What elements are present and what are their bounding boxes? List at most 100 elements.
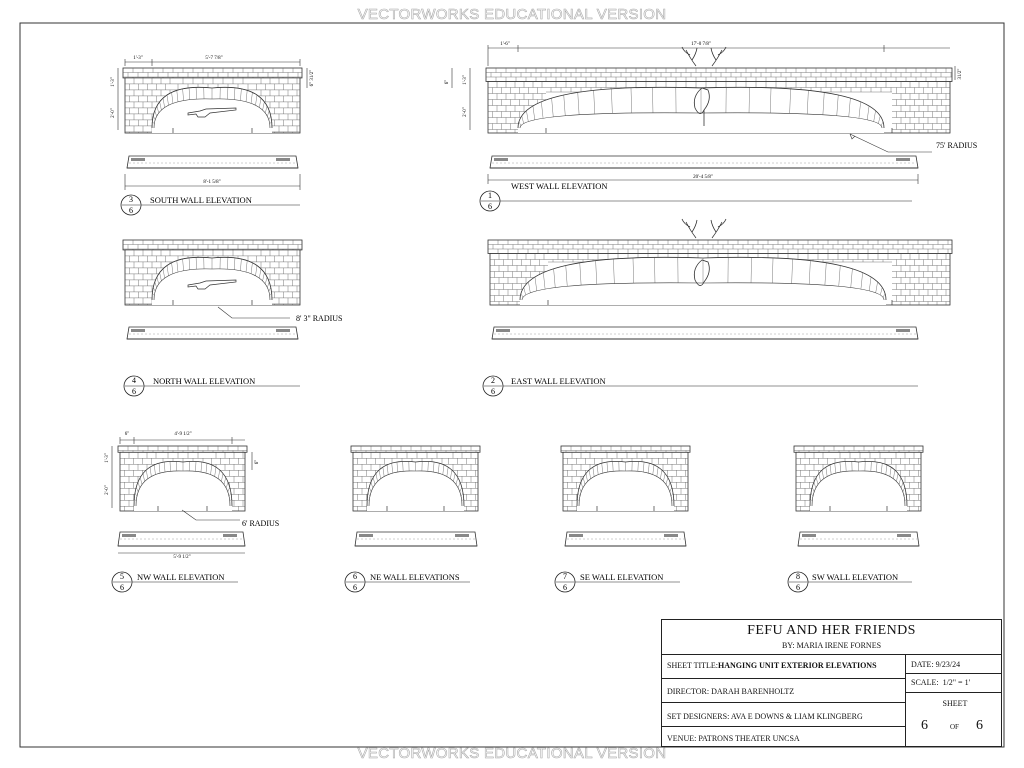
callout-5-number: 5	[120, 572, 124, 581]
callout-7-number: 7	[563, 572, 567, 581]
sheet-title-row: SHEET TITLE:HANGING UNIT EXTERIOR ELEVAT…	[667, 661, 877, 670]
south-pier-dim: 1'-3"	[133, 56, 143, 61]
callout-6-sheet: 6	[353, 583, 357, 592]
sheet-total: 6	[976, 718, 983, 733]
callout-5: 5 6 NW WALL ELEVATION	[111, 571, 238, 593]
callout-7-sheet: 6	[563, 583, 567, 592]
nw-cap-dim: 6"	[255, 460, 260, 465]
west-radius-leader	[849, 133, 932, 153]
platform-base	[489, 155, 919, 169]
callout-2-sheet: 6	[491, 387, 495, 396]
designers-field: SET DESIGNERS: AVA E DOWNS & LIAM KLINGB…	[667, 712, 863, 721]
east-antlers	[681, 218, 727, 286]
callout-2-number: 2	[491, 376, 495, 385]
brick-wall	[350, 445, 481, 512]
ne-elevation	[350, 445, 481, 547]
nw-radius-note: 6' RADIUS	[242, 519, 279, 528]
brick-wall	[485, 67, 953, 134]
south-dimensions: 1'-3" 5'-7 7/8" 1'-3" 2'-0" 6" 31/2" 8'-…	[111, 56, 315, 190]
callout-3: 3 6 SOUTH WALL ELEVATION	[120, 194, 300, 216]
callout-5-sheet: 6	[120, 583, 124, 592]
south-elevation: 1'-3" 5'-7 7/8" 1'-3" 2'-0" 6" 31/2" 8'-…	[111, 56, 315, 190]
sheet-border	[19, 22, 1005, 748]
platform-base	[491, 326, 919, 340]
callout-1: 1 6 WEST WALL ELEVATION	[479, 181, 912, 212]
callout-1-number: 1	[488, 191, 492, 200]
callout-4-number: 4	[132, 376, 136, 385]
brick-wall	[793, 445, 924, 512]
north-radius-note: 8' 3" RADIUS	[296, 314, 343, 323]
callout-8-number: 8	[796, 572, 800, 581]
callout-1-sheet: 6	[488, 202, 492, 211]
nw-dimensions: 6" 4'-9 1/2" 1'-3" 2'-0" 6" 5'-9 1/2"	[105, 432, 260, 560]
south-span-dim: 5'-7 7/8"	[205, 56, 222, 61]
sheet-title: HANGING UNIT EXTERIOR ELEVATIONS	[718, 661, 877, 670]
callout-8-sheet: 6	[796, 583, 800, 592]
brick-wall	[560, 445, 691, 512]
north-elevation: 8' 3" RADIUS	[122, 239, 343, 340]
south-height-dim: 1'-3"	[111, 77, 116, 87]
nw-total-dim: 5'-9 1/2"	[173, 555, 190, 560]
callout-2: 2 6 EAST WALL ELEVATION	[482, 375, 918, 397]
sheet-number: 6	[921, 718, 928, 733]
sheet-of: OF	[950, 723, 959, 731]
callout-5-label: NW WALL ELEVATION	[137, 572, 225, 582]
brick-wall	[122, 67, 303, 134]
west-antlers	[681, 46, 727, 126]
brick-wall	[487, 239, 953, 306]
callout-6-label: NE WALL ELEVATIONS	[370, 572, 460, 582]
north-radius-leader	[217, 306, 290, 319]
playwright-byline: BY: MARIA IRENE FORNES	[781, 641, 882, 650]
production-title: FEFU AND HER FRIENDS	[747, 623, 916, 638]
south-leg-dim: 2'-0"	[111, 108, 116, 118]
north-rifle-prop	[187, 279, 237, 290]
platform-base	[117, 531, 246, 547]
callout-6: 6 6 NE WALL ELEVATIONS	[344, 571, 470, 593]
platform-base	[564, 531, 687, 547]
nw-pier-dim: 6"	[125, 432, 130, 437]
west-radius-note: 75' RADIUS	[936, 141, 977, 150]
platform-base	[354, 531, 478, 547]
platform-base	[126, 326, 299, 340]
venue-field: VENUE: PATRONS THEATER UNCSA	[667, 734, 800, 743]
west-top-dim: 6"	[445, 80, 450, 85]
callout-4-sheet: 6	[132, 387, 136, 396]
callout-6-number: 6	[353, 572, 357, 581]
date-field: DATE: 9/23/24	[911, 660, 961, 669]
sheet-label: SHEET	[942, 699, 968, 708]
nw-elevation: 6" 4'-9 1/2" 1'-3" 2'-0" 6" 5'-9 1/2" 6'…	[105, 432, 279, 560]
brick-wall	[117, 445, 248, 512]
callout-3-label: SOUTH WALL ELEVATION	[150, 195, 252, 205]
callout-7-label: SE WALL ELEVATION	[580, 572, 663, 582]
scale-field: SCALE: 1/2" = 1'	[911, 678, 971, 687]
callout-2-label: EAST WALL ELEVATION	[511, 376, 606, 386]
west-span-dim: 17'-0 7/8"	[691, 42, 711, 47]
west-dimensions: 1'-6" 17'-0 7/8" 6" 1'-3" 2'-0" 31/2" 20…	[445, 42, 963, 184]
callout-3-sheet: 6	[129, 206, 133, 215]
callout-1-label: WEST WALL ELEVATION	[511, 181, 607, 191]
callout-3-number: 3	[129, 195, 133, 204]
west-pier-dim: 1'-6"	[500, 42, 510, 47]
nw-leg-dim: 2'-0"	[105, 485, 110, 495]
title-block: FEFU AND HER FRIENDS BY: MARIA IRENE FOR…	[661, 619, 1002, 747]
east-elevation	[487, 218, 953, 340]
callout-8-label: SW WALL ELEVATION	[812, 572, 898, 582]
west-leg-dim: 2'-0"	[463, 107, 468, 117]
callout-7: 7 6 SE WALL ELEVATION	[554, 571, 680, 593]
director-field: DIRECTOR: DARAH BARENHOLTZ	[667, 687, 795, 696]
watermark-bottom: VECTORWORKS EDUCATIONAL VERSION	[357, 745, 667, 763]
callout-8: 8 6 SW WALL ELEVATION	[787, 571, 912, 593]
west-height-dim: 1'-3"	[463, 75, 468, 85]
south-total-dim: 8'-1 5/8"	[203, 180, 220, 185]
nw-height-dim: 1'-3"	[105, 453, 110, 463]
brick-wall	[122, 239, 303, 306]
sw-elevation	[793, 445, 924, 547]
nw-radius-leader	[181, 509, 240, 521]
west-total-dim: 20'-4 5/8"	[693, 175, 713, 180]
se-elevation	[560, 445, 691, 547]
callout-4: 4 6 NORTH WALL ELEVATION	[123, 375, 300, 397]
south-cap-dim: 6" 31/2"	[310, 70, 315, 87]
south-rifle-prop	[187, 107, 237, 118]
platform-base	[126, 155, 299, 169]
